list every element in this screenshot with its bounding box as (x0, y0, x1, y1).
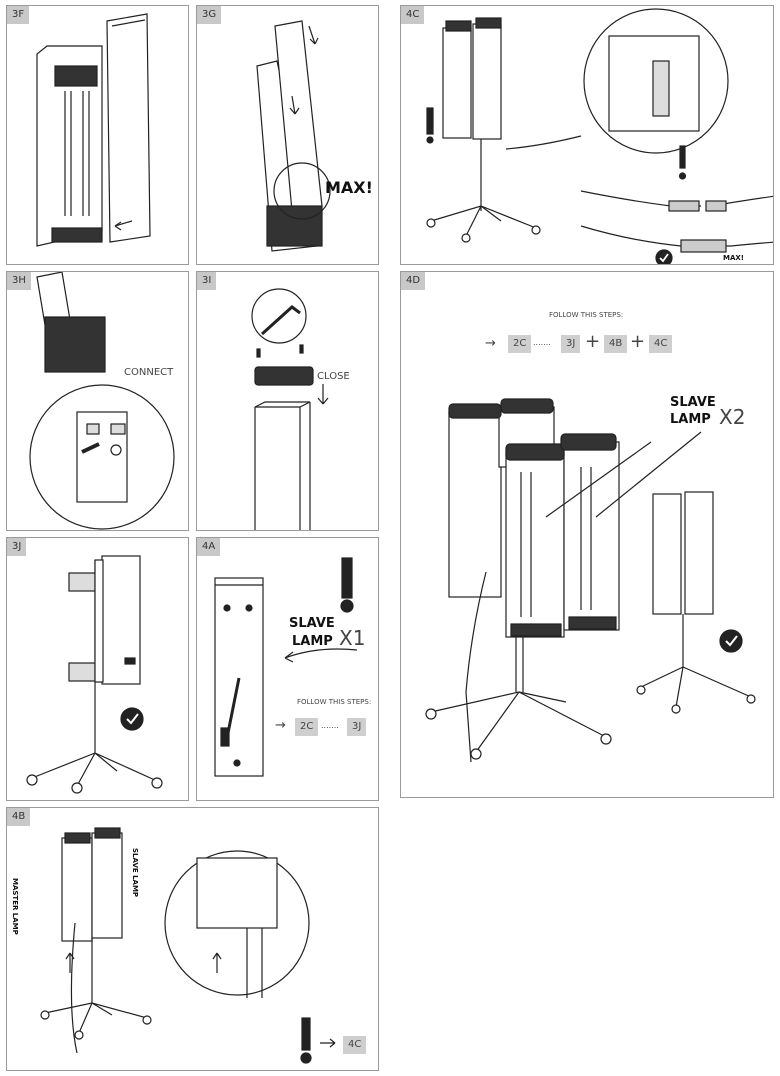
panel-3h: 3H CONNECT (6, 271, 189, 531)
panel-4d: 4D FOLLOW THIS STEPS: → 2C ....... 3J + … (400, 271, 774, 798)
panel-4c: 4C MAX! (400, 5, 774, 265)
step-tag: 4B (7, 808, 31, 826)
close-label: CLOSE (317, 371, 350, 382)
max-label: MAX! (325, 178, 373, 197)
step-tag: 4A (197, 538, 221, 556)
panel-3f: 3F (6, 5, 189, 265)
step-tag: 4C (401, 6, 425, 24)
plus-2: + (630, 331, 646, 352)
next-step-4c: 4C (343, 1036, 367, 1054)
panel-3j: 3J (6, 537, 189, 801)
follow-label: FOLLOW THIS STEPS: (549, 311, 624, 319)
panel-4a: 4A SLAVE LAMP X1 FOLLOW THIS STEPS: → 2C… (196, 537, 379, 801)
lamp-back-illustration (214, 557, 358, 777)
slave-line2: LAMP (292, 634, 333, 649)
panel-3g: 3G MAX! (196, 5, 379, 265)
multiplier: X2 (719, 405, 746, 429)
step-tag: 3G (197, 6, 222, 24)
step-3j: 3J (347, 718, 367, 736)
step-2c: 2C (508, 335, 532, 353)
close-cap-illustration (251, 288, 329, 530)
step-dots: ....... (321, 721, 339, 730)
step-tag: 4D (401, 272, 426, 290)
step-arrow: → (485, 336, 496, 351)
step-3j: 3J (561, 335, 581, 353)
step-tag: 3J (7, 538, 27, 556)
slave-line1: SLAVE (289, 616, 335, 631)
master-slave-illustration (40, 827, 336, 1064)
connect-label: CONNECT (124, 367, 174, 378)
step-2c: 2C (295, 718, 319, 736)
slave-line2: LAMP (670, 412, 711, 427)
step-tag: 3F (7, 6, 30, 24)
step-tag: 3H (7, 272, 31, 290)
plus-1: + (585, 331, 601, 352)
slave-lamp-label: SLAVE LAMP (131, 848, 139, 898)
connector-illustration (426, 8, 773, 264)
panel-4b: 4B MASTER LAMP SLAVE LAMP 4C (6, 807, 379, 1071)
panel-3i: 3I CLOSE (196, 271, 379, 531)
step-tag: 3I (197, 272, 217, 290)
cover-slide-illustration (256, 20, 331, 252)
lamp-open-illustration (36, 13, 151, 247)
step-dots: ....... (533, 338, 551, 347)
step-4b: 4B (604, 335, 628, 353)
master-lamp-label: MASTER LAMP (11, 878, 19, 935)
connect-wire-illustration (29, 272, 175, 530)
multiplier: X1 (339, 626, 366, 650)
follow-label: FOLLOW THIS STEPS: (297, 698, 372, 706)
max-label: MAX! (723, 254, 744, 262)
step-4c: 4C (649, 335, 673, 353)
slave-line1: SLAVE (670, 395, 716, 410)
three-lamp-stand-illustration (425, 398, 756, 763)
step-arrow: → (275, 718, 286, 733)
wall-bracket-stand-illustration (26, 555, 163, 794)
